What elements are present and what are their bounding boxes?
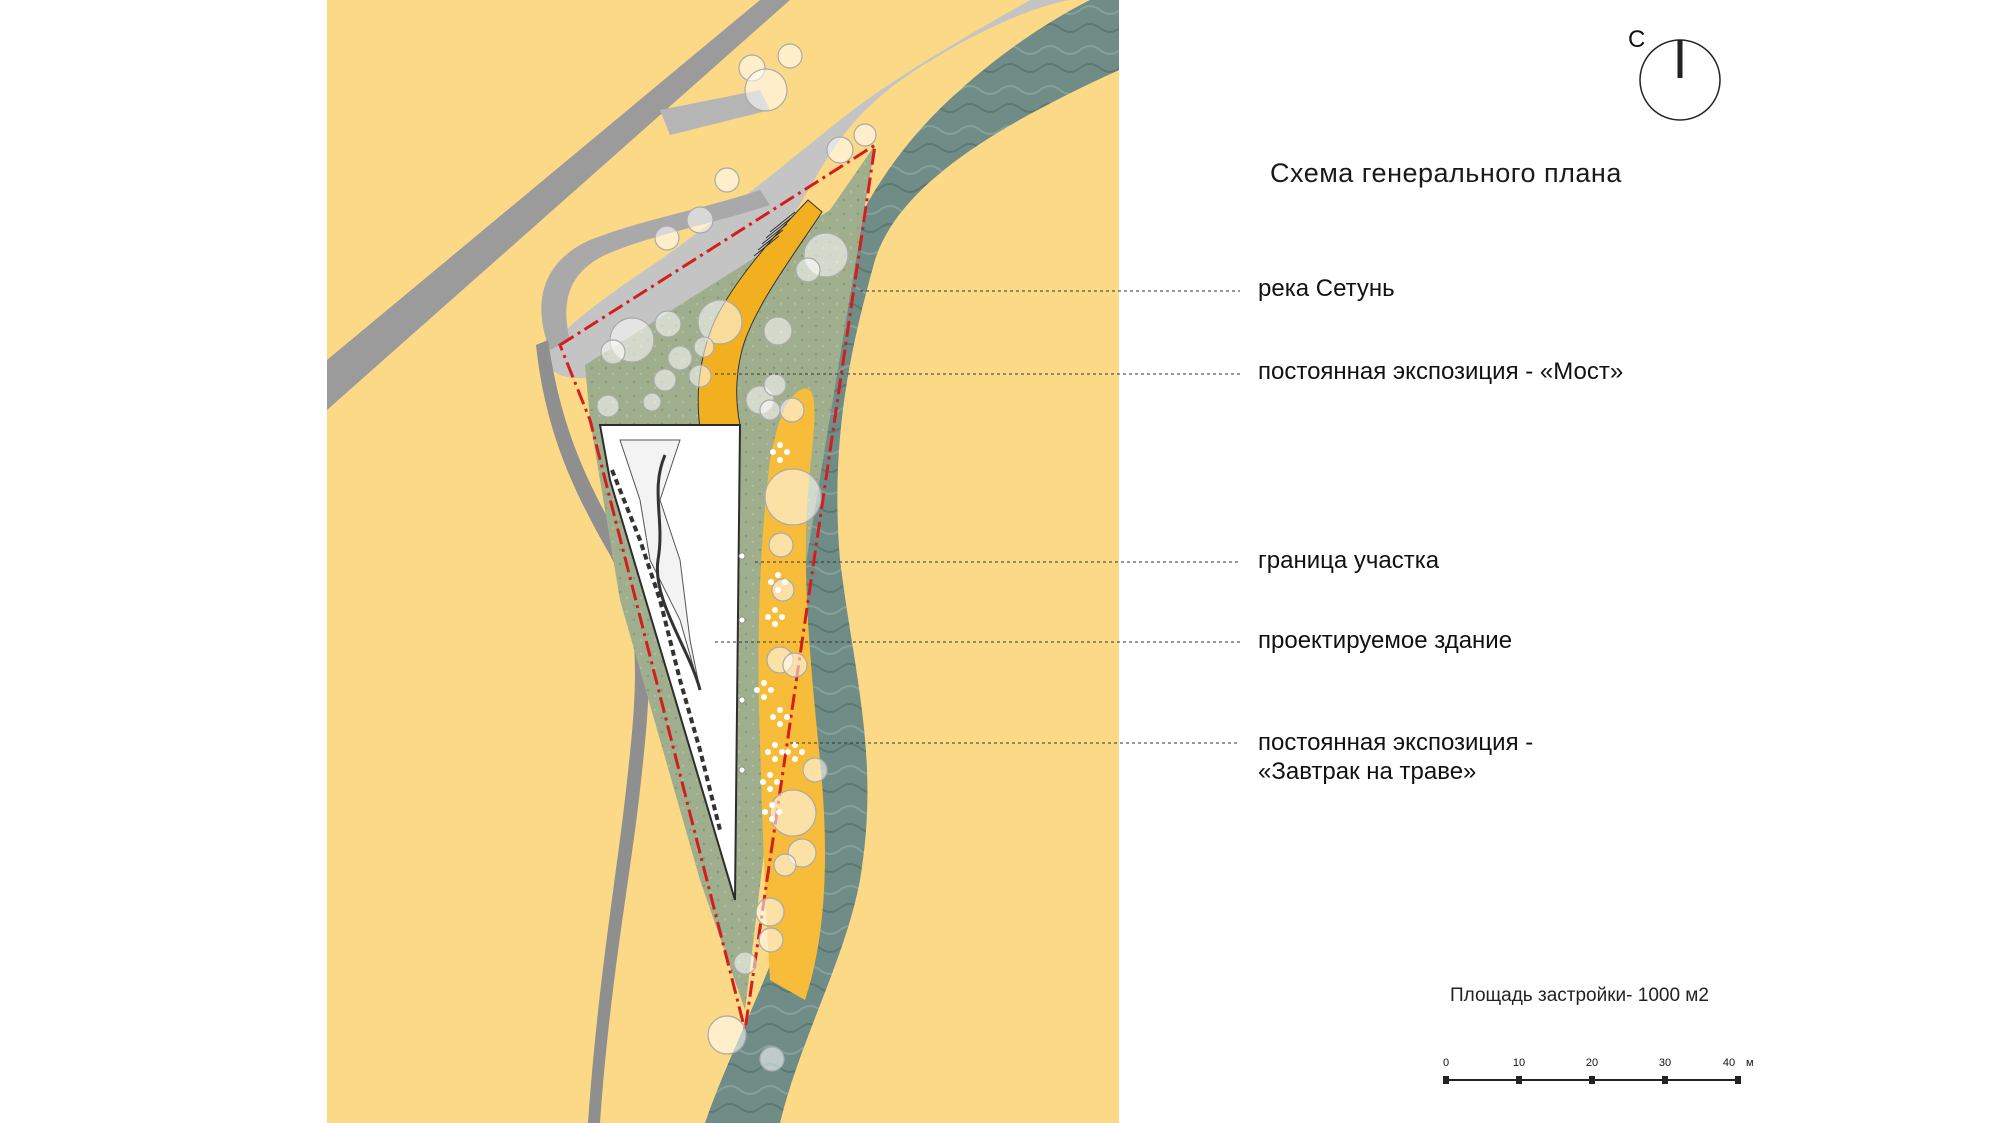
legend-label-bridge: постоянная экспозиция - «Мост» <box>1258 358 1624 385</box>
legend-label-river: река Сетунь <box>1258 275 1395 302</box>
designed-building <box>598 424 742 901</box>
scale-tick-20: 20 <box>1585 1057 1599 1069</box>
scale-unit: м <box>1746 1057 1754 1069</box>
page-title: Схема генерального плана <box>1270 158 1622 188</box>
north-arrow <box>1639 39 1721 121</box>
scale-tick-0: 0 <box>1442 1057 1450 1069</box>
legend-label-boundary: граница участка <box>1258 547 1440 574</box>
leader-lines <box>715 290 1240 744</box>
building-area-note: Площадь застройки- 1000 м2 <box>1450 985 1709 1006</box>
picnic-icons <box>754 442 805 822</box>
scale-bar <box>1443 1076 1741 1084</box>
road-south <box>536 340 649 1123</box>
building-stepped-edge <box>610 469 722 831</box>
scale-tick-30: 30 <box>1658 1057 1672 1069</box>
scale-tick-40: 40 <box>1722 1057 1736 1069</box>
road-connector <box>660 90 770 135</box>
building-gallery <box>619 439 701 691</box>
legend-label-picnic: постоянная экспозиция - «Завтрак на трав… <box>1258 728 1533 786</box>
road-loop <box>541 190 770 350</box>
legend-label-picnic-line1: постоянная экспозиция - <box>1258 729 1534 756</box>
building-edge-marks <box>738 552 746 774</box>
trees <box>596 43 877 1072</box>
north-letter: С <box>1628 26 1646 53</box>
legend-label-building: проектируемое здание <box>1258 627 1513 654</box>
building-ramp <box>655 454 702 691</box>
bridge-stairs <box>753 211 796 257</box>
road-main <box>327 0 790 410</box>
road-branch <box>546 0 1070 379</box>
scale-tick-10: 10 <box>1512 1057 1526 1069</box>
legend-label-picnic-line2: «Завтрак на траве» <box>1258 758 1477 785</box>
site-boundary <box>558 141 877 1031</box>
